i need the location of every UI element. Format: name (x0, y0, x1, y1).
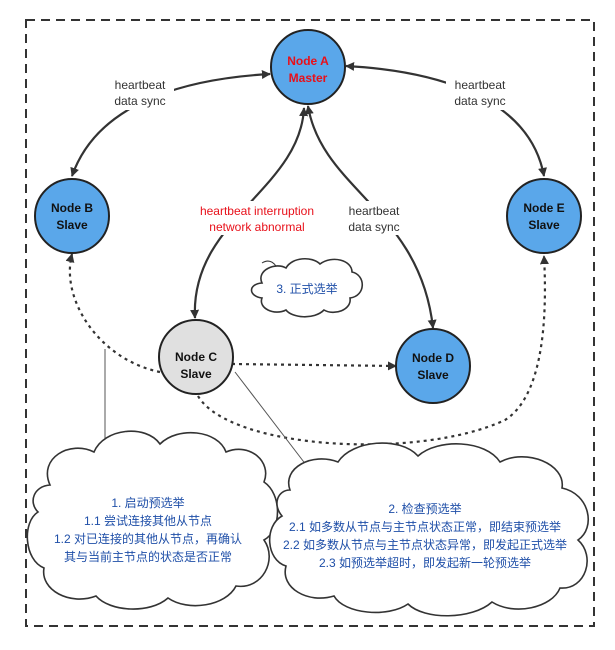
pre-vote-line4: 其与当前主节点的状态是否正常 (64, 549, 232, 564)
edge-ae-line2: data sync (454, 94, 505, 108)
callout-line-c (234, 371, 311, 471)
node-a-role: Master (289, 71, 328, 85)
edge-c-e (197, 255, 549, 446)
check-line1: 2. 检查预选举 (388, 501, 461, 516)
edge-ad-line1: heartbeat (349, 204, 400, 218)
node-e: Node E Slave (506, 178, 582, 254)
edge-ac-line1: heartbeat interruption (200, 204, 314, 218)
check-cloud (268, 442, 590, 617)
node-e-name: Node E (523, 201, 564, 215)
check-line2: 2.1 如多数从节点与主节点状态正常，即结束预选举 (289, 519, 561, 534)
node-c: Node C Slave (158, 319, 234, 395)
pre-vote-line2: 1.1 尝试连接其他从节点 (84, 513, 212, 528)
edge-ac-line2: network abnormal (209, 220, 304, 234)
edge-ab-label: heartbeat data sync (106, 76, 174, 110)
node-a-name: Node A (287, 54, 329, 68)
check-line4: 2.3 如预选举超时，即发起新一轮预选举 (319, 555, 531, 570)
edge-ae-label: heartbeat data sync (446, 76, 514, 110)
cloud-tail (261, 260, 277, 267)
cluster-frame (25, 19, 595, 627)
edge-ab-line1: heartbeat (115, 78, 166, 92)
node-b: Node B Slave (34, 178, 110, 254)
node-a: Node A Master (270, 29, 346, 105)
formal-election-label: 3. 正式选举 (276, 282, 337, 296)
edge-ae-line1: heartbeat (455, 78, 506, 92)
edge-ad-label: heartbeat data sync (340, 201, 408, 235)
node-c-name: Node C (175, 350, 217, 364)
edge-ad-line2: data sync (348, 220, 399, 234)
edge-ab-line2: data sync (114, 94, 165, 108)
node-e-role: Slave (528, 218, 560, 232)
formal-election-cloud (250, 258, 364, 318)
edge-ac-label: heartbeat interruption network abnormal (186, 201, 326, 235)
check-line3: 2.2 如多数从节点与主节点状态异常，即发起正式选举 (283, 537, 567, 552)
edge-c-b (65, 253, 161, 374)
edge-a-e (345, 61, 547, 177)
edge-c-d (231, 361, 397, 371)
node-c-role: Slave (180, 367, 212, 381)
node-d-role: Slave (417, 368, 449, 382)
pre-vote-line1: 1. 启动预选举 (111, 496, 184, 510)
node-d-name: Node D (412, 351, 454, 365)
node-d: Node D Slave (395, 328, 471, 404)
node-b-role: Slave (56, 218, 88, 232)
node-b-name: Node B (51, 201, 93, 215)
pre-vote-cloud (26, 430, 279, 610)
pre-vote-line3: 1.2 对已连接的其他从节点，再确认 (54, 531, 242, 546)
